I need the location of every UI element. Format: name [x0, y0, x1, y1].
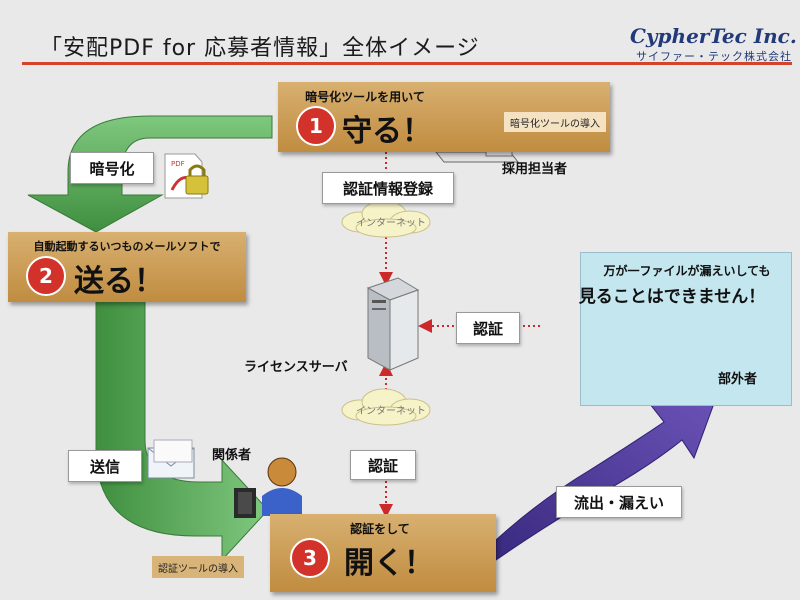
send-label: 送信: [68, 450, 142, 482]
green-arrow-bottom: [95, 299, 269, 562]
email-icon: [147, 439, 195, 479]
panel-line1: 万が一ファイルが漏えいしても: [603, 264, 771, 278]
server-label: ライセンスサーバ: [244, 360, 348, 375]
step1-number: 1: [296, 106, 336, 146]
leak-label: 流出・漏えい: [556, 486, 682, 518]
outsider-panel: [580, 252, 792, 406]
internet-label-top: インターネット: [356, 218, 426, 229]
company-logo: CypherTec Inc.: [630, 24, 797, 48]
step2-caption: 自動起動するいつものメールソフトで: [33, 240, 221, 253]
step1-action: 守る！: [342, 114, 432, 149]
page-title: 「安配PDF for 応募者情報」全体イメージ: [40, 36, 480, 61]
panel-line2: 見ることはできません！: [578, 287, 766, 307]
related-person-label: 関係者: [212, 448, 252, 463]
step2-number: 2: [26, 256, 66, 296]
recruiter-label: 採用担当者: [502, 162, 568, 177]
title-underline: [22, 62, 792, 65]
encrypt-label: 暗号化: [70, 152, 154, 184]
step3-note: 認証ツールの導入: [152, 556, 244, 578]
company-name-ja: サイファー・テック株式会社: [636, 50, 792, 63]
internet-label-bottom: インターネット: [356, 406, 426, 417]
step3-number: 3: [290, 538, 330, 578]
svg-text:PDF: PDF: [171, 160, 185, 168]
purple-arrow: [495, 397, 717, 561]
auth-label-bottom: 認証: [350, 450, 416, 480]
internet-cloud-top: [341, 200, 431, 238]
green-arrow-top: [27, 115, 273, 233]
step2-action: 送る！: [74, 264, 164, 299]
server-icon: [366, 277, 420, 371]
step3-caption: 認証をして: [350, 522, 410, 536]
pdf-lock-icon: PDF: [164, 153, 209, 199]
auth-register-label: 認証情報登録: [322, 172, 454, 204]
internet-cloud-bottom: [341, 388, 431, 426]
step3-action: 開く！: [344, 546, 434, 581]
step1-caption: 暗号化ツールを用いて: [305, 90, 425, 104]
auth-label-mid: 認証: [456, 312, 520, 344]
outsider-label: 部外者: [718, 372, 758, 387]
step1-note: 暗号化ツールの導入: [504, 112, 606, 132]
related-person-icon: [234, 457, 302, 518]
